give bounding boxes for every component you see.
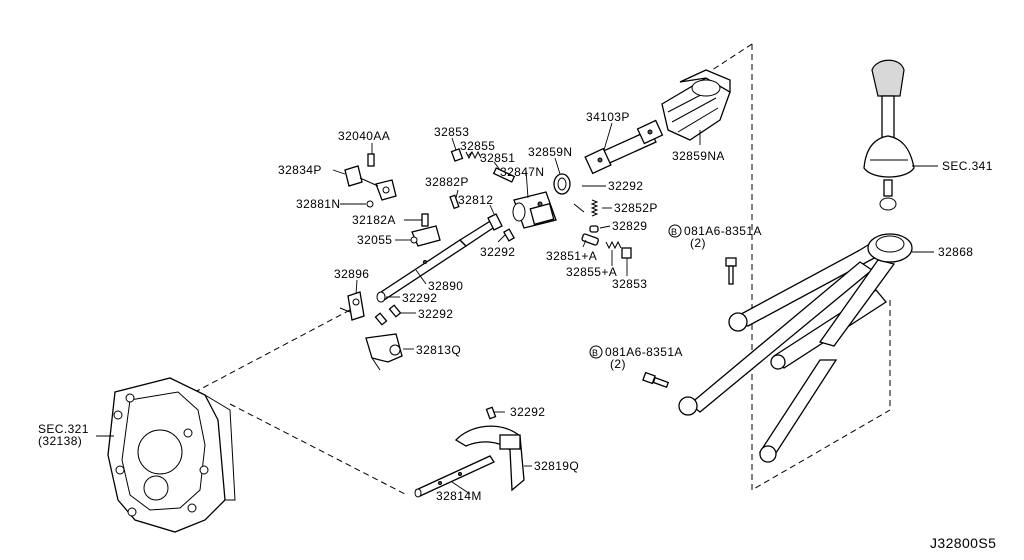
bolt-marker-b-lower [589, 345, 603, 359]
shift-lever-knob [863, 59, 915, 211]
fork-rod-32814M [414, 455, 495, 498]
bolt-marker-b-upper-text: B [671, 227, 677, 237]
label-32847N: 32847N [500, 165, 544, 179]
label-32855A: 32855+A [566, 265, 617, 279]
label-bolt-upper-qty: (2) [690, 236, 706, 250]
label-32851: 32851 [480, 151, 515, 165]
label-32292-c: 32292 [480, 245, 515, 259]
part-labels: 32040AA 32834P 32881N 32182A 32055 32896… [38, 110, 996, 551]
label-32882P: 32882P [425, 175, 469, 189]
bolt-upper [725, 257, 737, 285]
label-32834P: 32834P [278, 163, 322, 177]
label-32812: 32812 [458, 193, 493, 207]
label-bolt-lower: 081A6-8351A [605, 345, 683, 359]
label-32819Q: 32819Q [534, 459, 579, 473]
detent-parts [581, 199, 632, 259]
bolt-lower [642, 371, 670, 389]
label-bolt-upper: 081A6-8351A [684, 224, 762, 238]
label-32292-d: 32292 [608, 179, 643, 193]
label-32851A: 32851+A [546, 249, 597, 263]
label-32859NA: 32859NA [672, 149, 725, 163]
lever-32896 [339, 291, 402, 326]
shift-rod-32890 [376, 219, 497, 303]
label-32182A: 32182A [352, 213, 396, 227]
label-bolt-lower-qty: (2) [610, 357, 626, 371]
label-32292-b: 32292 [418, 307, 453, 321]
label-sec341: SEC.341 [942, 159, 993, 173]
label-32853-top: 32853 [434, 125, 469, 139]
label-32868: 32868 [938, 245, 973, 259]
bolt-marker-b-lower-text: B [592, 348, 598, 358]
label-32292-e: 32292 [510, 405, 545, 419]
select-lever-group [344, 153, 441, 247]
spring-and-pin-parts [449, 148, 585, 213]
label-32853-bottom: 32853 [612, 277, 647, 291]
label-32055: 32055 [357, 233, 392, 247]
label-sec321: SEC.321 [38, 422, 89, 436]
label-sec321-sub: (32138) [38, 434, 82, 448]
label-32814M: 32814M [436, 489, 482, 503]
control-rod-34103P [584, 119, 664, 175]
leader-lines [96, 122, 938, 495]
boot-32859NA [661, 69, 731, 141]
diagram-code: J32800S5 [930, 535, 996, 551]
bolt-marker-b-upper [668, 224, 682, 238]
bracket-32813Q [365, 333, 403, 371]
label-34103P: 34103P [586, 110, 630, 124]
label-32292-a: 32292 [402, 291, 437, 305]
shift-joint-assembly [487, 191, 557, 242]
label-32813Q: 32813Q [416, 343, 461, 357]
label-32896: 32896 [334, 267, 369, 281]
shift-fork-32819Q [454, 406, 525, 492]
label-32890: 32890 [428, 279, 463, 293]
label-32881N: 32881N [296, 197, 340, 211]
shift-frame-32868 [678, 233, 913, 463]
label-32859N: 32859N [528, 145, 572, 159]
label-32855-top: 32855 [460, 139, 495, 153]
label-32852P: 32852P [614, 201, 658, 215]
label-32040AA: 32040AA [338, 129, 390, 143]
label-32829: 32829 [612, 219, 647, 233]
dashed-boundaries [194, 43, 891, 495]
transmission-case [107, 377, 236, 533]
